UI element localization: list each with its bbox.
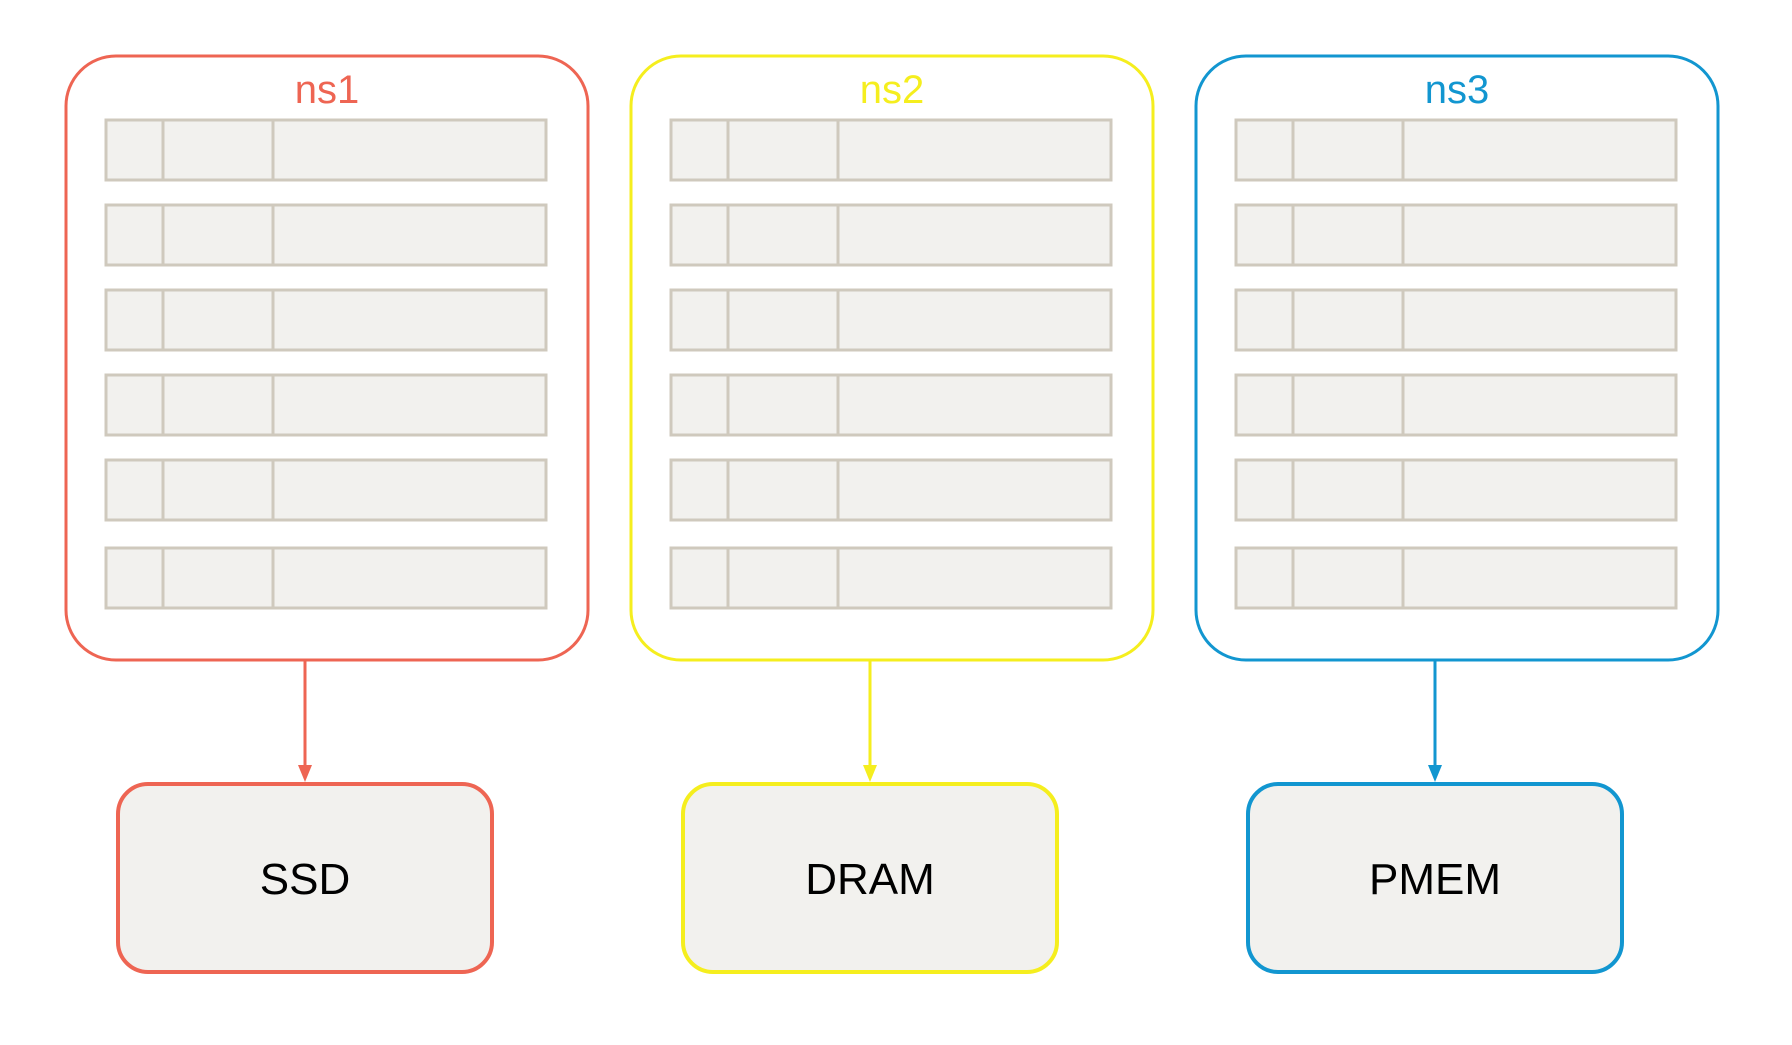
table-cell: [1234, 546, 1295, 610]
table-cell: [271, 118, 548, 182]
table-row: [104, 288, 548, 352]
device-label-ssd: SSD: [260, 855, 350, 904]
table-cell: [836, 288, 1113, 352]
table-row: [669, 546, 1113, 610]
table-row: [1234, 373, 1678, 437]
table-cell: [1401, 118, 1678, 182]
table-cell: [161, 373, 275, 437]
table-cell: [271, 546, 548, 610]
table-cell: [726, 288, 840, 352]
table-rows-ns2: [669, 118, 1113, 610]
table-cell: [1291, 546, 1405, 610]
table-row: [1234, 118, 1678, 182]
table-cell: [161, 458, 275, 522]
table-cell: [104, 118, 165, 182]
table-row: [104, 458, 548, 522]
device-label-dram: DRAM: [805, 855, 935, 904]
arrow-head-ns3: [1428, 765, 1442, 782]
table-cell: [1401, 546, 1678, 610]
table-cell: [1291, 203, 1405, 267]
device-box-dram: [681, 782, 1059, 974]
namespace-label-ns2: ns2: [860, 68, 925, 112]
table-cell: [104, 458, 165, 522]
arrow-head-ns2: [863, 765, 877, 782]
table-cell: [104, 203, 165, 267]
table-cell: [1234, 118, 1295, 182]
table-row: [669, 288, 1113, 352]
table-row: [669, 373, 1113, 437]
namespace-group-ns3: ns3 PMEM: [1194, 54, 1720, 974]
table-cell: [1234, 458, 1295, 522]
table-cell: [1401, 203, 1678, 267]
table-cell: [104, 288, 165, 352]
table-cell: [161, 546, 275, 610]
table-rows-ns1: [104, 118, 548, 610]
table-cell: [669, 118, 730, 182]
table-cell: [1234, 203, 1295, 267]
table-cell: [669, 458, 730, 522]
namespace-label-ns1: ns1: [295, 68, 360, 112]
device-box-ssd: [116, 782, 494, 974]
table-cell: [1401, 373, 1678, 437]
namespace-label-ns3: ns3: [1425, 68, 1490, 112]
namespace-group-ns2: ns2 DRAM: [629, 54, 1155, 974]
table-cell: [726, 203, 840, 267]
table-cell: [1401, 458, 1678, 522]
table-cell: [1401, 288, 1678, 352]
table-cell: [1291, 288, 1405, 352]
table-row: [104, 118, 548, 182]
table-row: [669, 458, 1113, 522]
table-row: [669, 203, 1113, 267]
table-cell: [726, 458, 840, 522]
table-cell: [726, 546, 840, 610]
table-cell: [669, 203, 730, 267]
table-row: [104, 373, 548, 437]
table-cell: [161, 203, 275, 267]
table-cell: [726, 373, 840, 437]
namespace-container-ns2: [629, 54, 1155, 662]
table-cell: [669, 288, 730, 352]
device-box-pmem: [1246, 782, 1624, 974]
table-cell: [271, 203, 548, 267]
table-row: [1234, 546, 1678, 610]
table-cell: [836, 118, 1113, 182]
table-cell: [1291, 373, 1405, 437]
namespace-container-ns3: [1194, 54, 1720, 662]
table-cell: [271, 288, 548, 352]
table-row: [1234, 458, 1678, 522]
table-row: [104, 546, 548, 610]
table-cell: [271, 373, 548, 437]
arrow-head-ns1: [298, 765, 312, 782]
table-cell: [104, 373, 165, 437]
table-cell: [271, 458, 548, 522]
table-cell: [836, 458, 1113, 522]
namespace-group-ns1: ns1 SSD: [64, 54, 590, 974]
table-cell: [161, 288, 275, 352]
table-cell: [1291, 118, 1405, 182]
table-cell: [669, 373, 730, 437]
table-row: [1234, 203, 1678, 267]
table-row: [669, 118, 1113, 182]
table-cell: [1291, 458, 1405, 522]
device-label-pmem: PMEM: [1369, 855, 1501, 904]
table-cell: [669, 546, 730, 610]
table-cell: [836, 203, 1113, 267]
table-cell: [726, 118, 840, 182]
table-cell: [1234, 373, 1295, 437]
table-cell: [836, 546, 1113, 610]
table-cell: [1234, 288, 1295, 352]
table-cell: [104, 546, 165, 610]
table-rows-ns3: [1234, 118, 1678, 610]
table-cell: [836, 373, 1113, 437]
table-cell: [161, 118, 275, 182]
namespace-container-ns1: [64, 54, 590, 662]
table-row: [1234, 288, 1678, 352]
table-row: [104, 203, 548, 267]
